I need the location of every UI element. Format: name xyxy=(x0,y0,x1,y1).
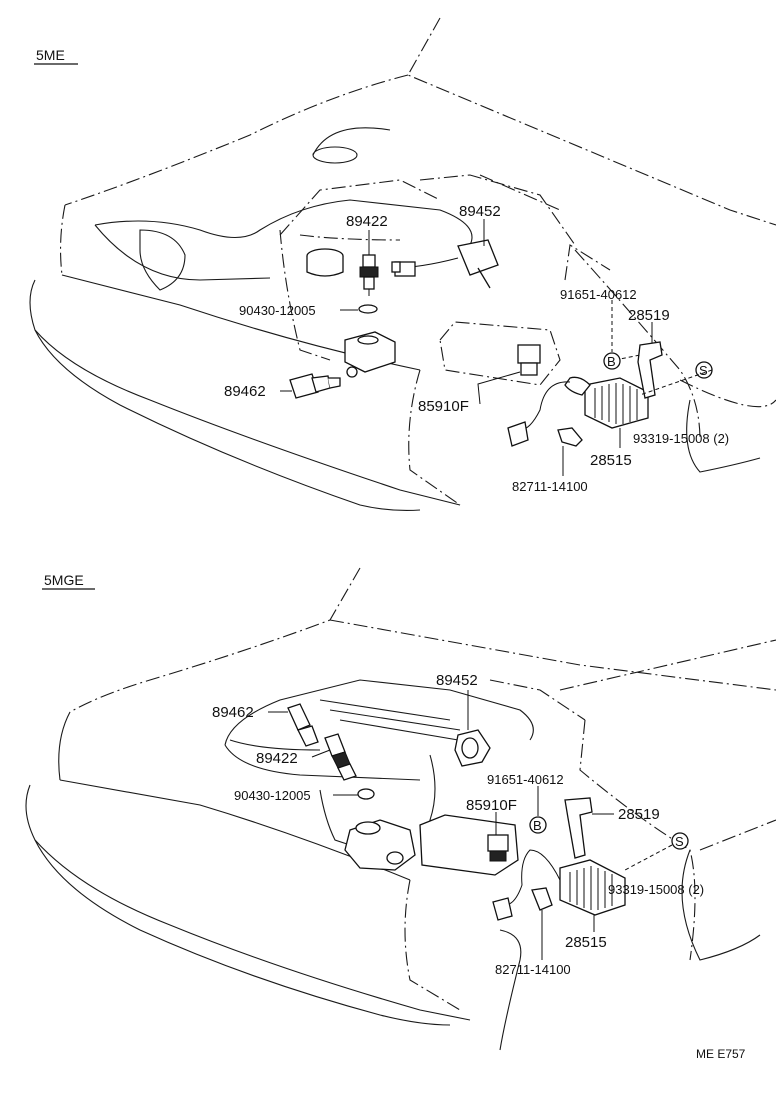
leader-lines-5mge xyxy=(311,690,673,960)
sensor-89462-drawing xyxy=(289,373,341,399)
part-label-89422: 89422 xyxy=(346,213,388,230)
part-label-82711-14100: 82711-14100 xyxy=(495,962,571,977)
part-label-28515: 28515 xyxy=(590,452,632,469)
resistor-28515-drawing xyxy=(507,376,649,447)
section-title-5mge: 5MGE xyxy=(44,572,84,588)
part-label-85910f: 85910F xyxy=(466,797,517,814)
reference-code: ME E757 xyxy=(696,1047,746,1061)
part-label-93319-15008: 93319-15008 (2) xyxy=(633,431,729,446)
vehicle-body-outline xyxy=(29,17,776,511)
section-title-5me: 5ME xyxy=(36,47,65,63)
filler-cap xyxy=(306,248,344,277)
part-label-89462: 89462 xyxy=(224,383,266,400)
leader-lines-5me xyxy=(280,219,713,476)
resistor-28515-drawing xyxy=(492,849,626,921)
relay-box-drawing xyxy=(439,321,561,386)
symbol-b-5mge: B xyxy=(529,816,547,834)
symbol-b-label: B xyxy=(533,818,542,833)
vehicle-body-outline xyxy=(25,567,776,1051)
symbol-s-label: S xyxy=(675,834,684,849)
gasket-90430-drawing xyxy=(358,304,378,314)
part-label-89422: 89422 xyxy=(256,750,298,767)
water-temp-sensor-89422-drawing xyxy=(359,254,379,296)
part-label-90430-12005: 90430-12005 xyxy=(234,788,311,803)
symbol-s-5me: S xyxy=(695,361,713,379)
part-label-28519: 28519 xyxy=(628,307,670,324)
part-label-90430-12005: 90430-12005 xyxy=(239,303,316,318)
part-label-28515: 28515 xyxy=(565,934,607,951)
relay-box-drawing xyxy=(419,814,519,876)
clamp-82711-drawing xyxy=(531,887,553,911)
part-label-82711-14100: 82711-14100 xyxy=(512,479,588,494)
water-temp-sensor-89422-drawing xyxy=(324,733,357,781)
part-label-91651-40612: 91651-40612 xyxy=(487,772,564,787)
symbol-b-label: B xyxy=(607,354,616,369)
bracket-28519-drawing xyxy=(614,341,663,399)
part-label-89452: 89452 xyxy=(436,672,478,689)
part-label-85910f: 85910F xyxy=(418,398,469,415)
symbol-s-label: S xyxy=(699,363,708,378)
connector-89452-drawing xyxy=(391,239,499,289)
symbol-s-5mge: S xyxy=(671,832,689,850)
connector-89452-drawing xyxy=(454,729,491,767)
clamp-82711-drawing xyxy=(557,427,583,447)
thermostat-housing-drawing xyxy=(344,331,396,378)
part-label-89462: 89462 xyxy=(212,704,254,721)
bracket-28519-drawing xyxy=(564,797,593,859)
symbol-b-5me: B xyxy=(603,352,621,370)
section-5mge: 5MGE xyxy=(25,567,776,1051)
part-label-93319-15008: 93319-15008 (2) xyxy=(608,882,704,897)
section-5me: 5ME xyxy=(29,17,776,511)
gasket-90430-drawing xyxy=(357,788,375,800)
sensor-89462-drawing xyxy=(268,703,319,747)
part-label-28519: 28519 xyxy=(618,806,660,823)
thermostat-housing-drawing xyxy=(344,819,416,871)
part-label-91651-40612: 91651-40612 xyxy=(560,287,637,302)
part-label-89452: 89452 xyxy=(459,203,501,220)
